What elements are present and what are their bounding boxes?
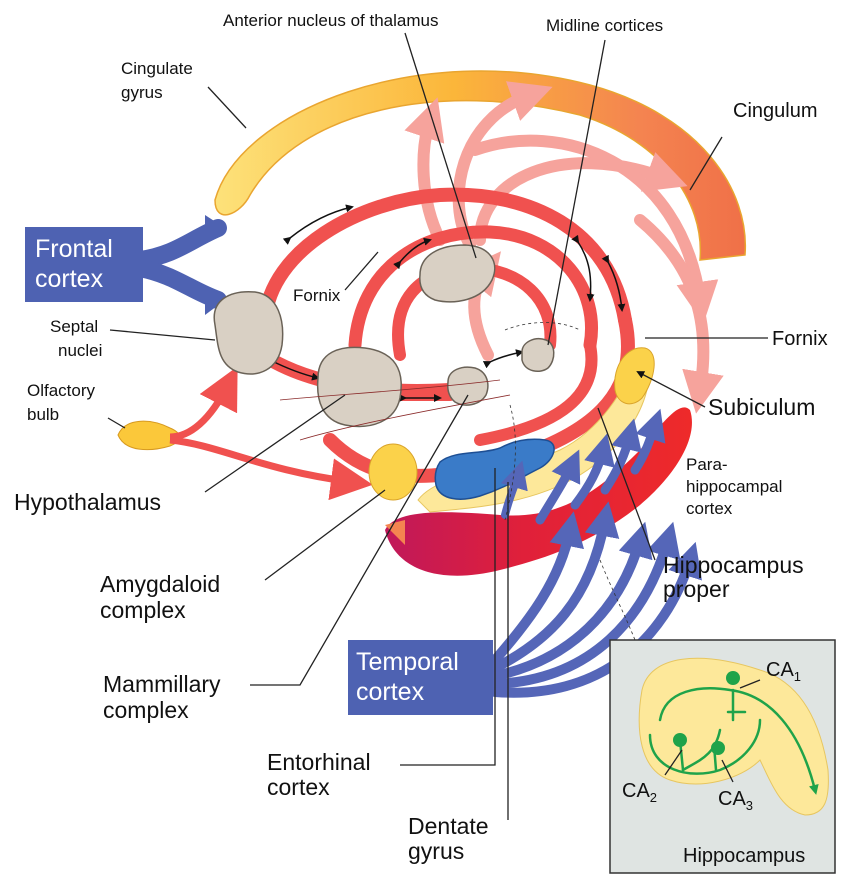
label-fornix-right: Fornix (772, 328, 828, 350)
label-subiculum: Subiculum (708, 394, 815, 420)
amygdaloid-shape (369, 444, 417, 500)
hippocampus-inset (610, 640, 835, 873)
mammillary-shape (448, 367, 488, 405)
label-amygdaloid: Amygdaloid complex (100, 571, 227, 623)
midline-nucleus-shape (522, 339, 554, 372)
label-cingulum: Cingulum (733, 100, 817, 122)
label-fornix-left: Fornix (293, 286, 341, 305)
label-hypothalamus: Hypothalamus (14, 489, 161, 515)
septal-nuclei-shape (214, 292, 282, 374)
label-entorhinal: Entorhinal cortex (267, 749, 377, 800)
anterior-nucleus-shape (420, 245, 495, 302)
label-dentate: Dentate gyrus (408, 813, 495, 864)
label-mammillary: Mammillary complex (103, 671, 227, 723)
fornix-arcs (258, 195, 628, 476)
label-parahippocampal: Para- hippocampal cortex (686, 455, 787, 518)
hypothalamus-shape (318, 347, 402, 426)
label-septal-nuclei: Septal nuclei (50, 317, 103, 360)
label-cingulate-gyrus: Cingulate gyrus (121, 59, 198, 102)
label-olfactory-bulb: Olfactory bulb (27, 381, 100, 424)
olfactory-bulb (118, 385, 352, 482)
label-midline-cortices: Midline cortices (546, 16, 663, 35)
label-hippocampus-proper: Hippocampus proper (663, 552, 810, 602)
inset-title: Hippocampus (683, 845, 805, 867)
label-anterior-nucleus: Anterior nucleus of thalamus (223, 11, 438, 30)
